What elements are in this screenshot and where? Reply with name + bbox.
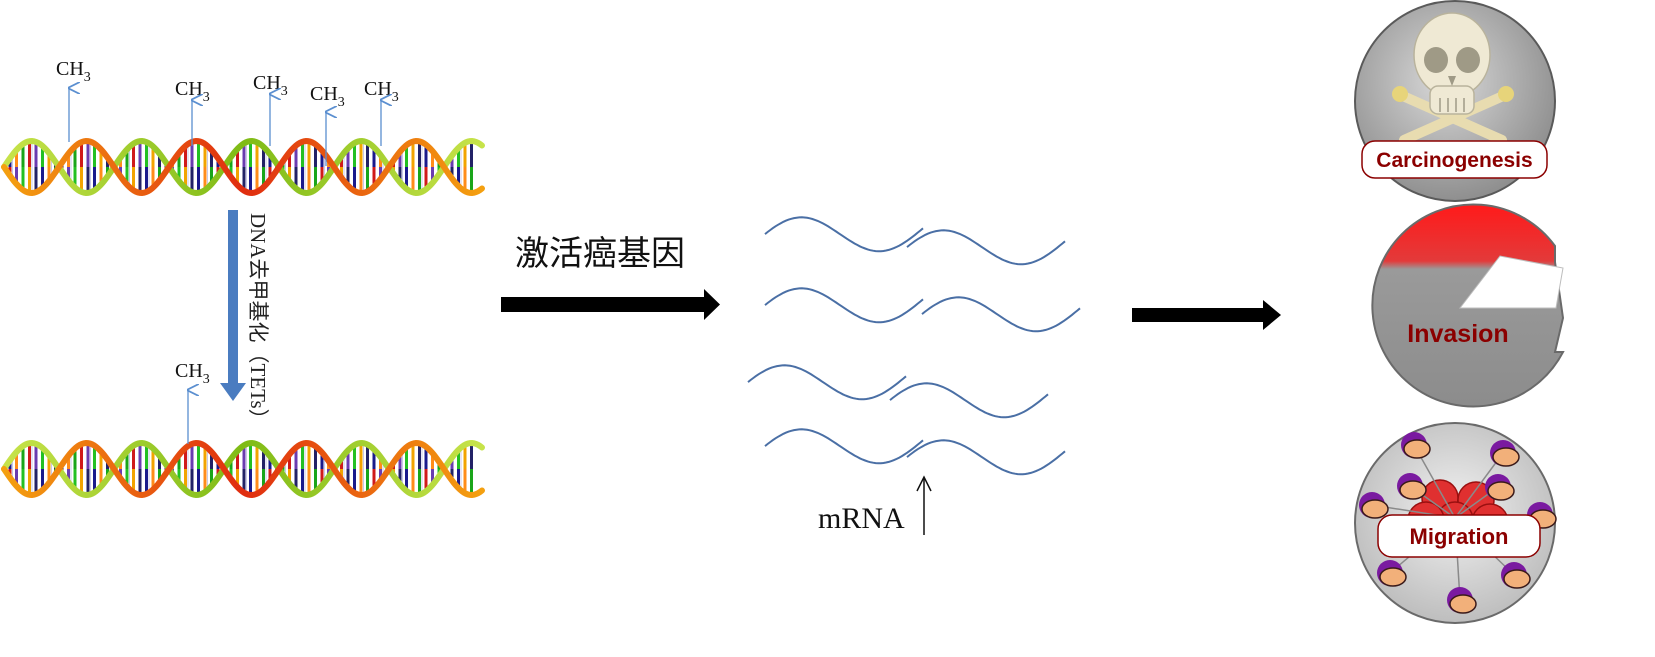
methyl-subscript: 3 [84,70,91,85]
methyl-subscript: 3 [203,372,210,387]
migration-panel: Migration [1354,422,1557,624]
mrna-strand [764,428,924,465]
mrna-wave-set [747,216,1081,476]
mrna-strand [764,216,924,253]
dna-strand-orange [1,137,485,197]
methyl-subscript: 3 [338,95,345,110]
mrna-strand [921,296,1081,333]
carcinogenesis-label: Carcinogenesis [1376,149,1532,172]
migration-label: Migration [1410,524,1509,549]
demethylation-arrow [220,210,246,401]
invasion-cut-icon [1458,255,1564,309]
dna-helix-methylated [1,137,485,197]
activation-label: 激活癌基因 [515,235,685,273]
migrating-cell [1361,499,1389,519]
invasion-label: Invasion [1407,320,1508,348]
mrna-strand [906,439,1066,476]
migrating-cell [1487,481,1515,501]
skull-crossbones-icon [1392,12,1514,145]
invasion-panel: Invasion [1371,203,1565,408]
migrating-cell [1399,480,1427,500]
mrna-strand [906,229,1066,266]
methyl-subscript: 3 [392,90,399,105]
methyl-label: CH3 [56,58,91,85]
migrating-cell [1403,439,1431,459]
demethylation-label: DNA去甲基化（TETs） [246,213,270,430]
mrna-strand [889,382,1049,419]
arrow-to-outcomes [1132,300,1281,330]
mrna-strand [764,287,924,324]
main-arrow-to-mrna [501,289,720,320]
carcinogenesis-panel: Carcinogenesis [1354,0,1556,202]
dna-strand-green [1,439,485,499]
mrna-strand [747,364,907,401]
dna-strand-green [1,137,485,197]
migrating-cell [1449,594,1477,614]
migrating-cell [1503,569,1531,589]
migrating-cell [1492,447,1520,467]
methyl-label: CH3 [310,83,345,110]
dna-strand-orange [1,439,485,499]
migrating-cell [1379,567,1407,587]
methyl-subscript: 3 [203,90,210,105]
dna-helix-demethylated [1,439,485,499]
mrna-label: mRNA [818,502,905,535]
methyl-group-set-bottom: CH3 [175,360,210,444]
migration-path [1454,452,1504,519]
methyl-label: CH3 [175,360,210,387]
mrna-pointer-arrow [916,475,932,535]
methyl-subscript: 3 [281,84,288,99]
